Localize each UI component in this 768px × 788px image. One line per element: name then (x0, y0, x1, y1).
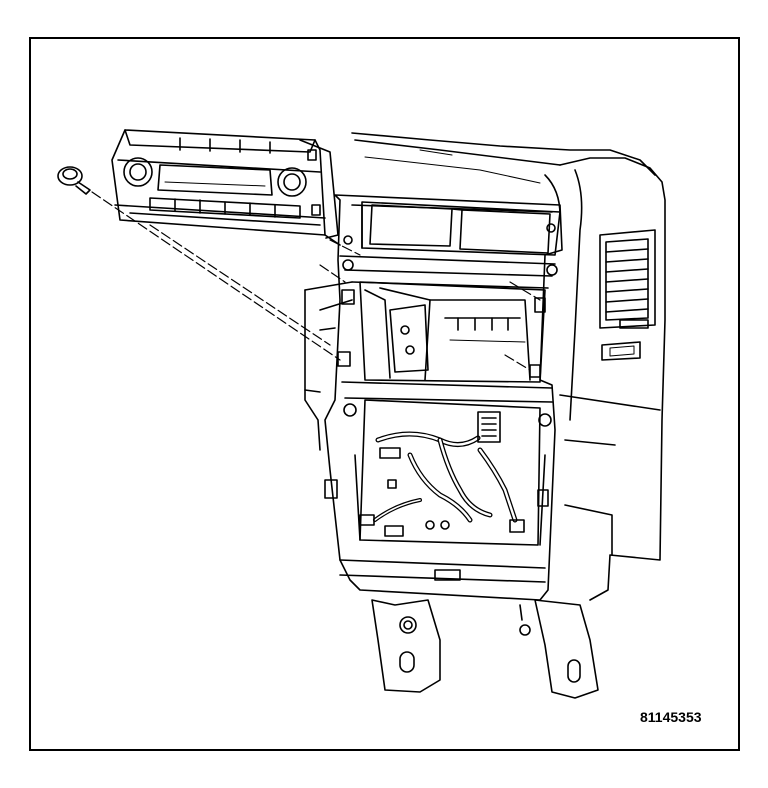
radio-unit (111, 129, 341, 246)
mounting-brackets (371, 599, 599, 699)
air-vent (599, 229, 656, 361)
diagram-frame (29, 37, 740, 751)
dashboard-panel (304, 132, 666, 601)
figure-id-label: 81145353 (640, 709, 702, 725)
alignment-lines (91, 191, 541, 371)
center-stack-opening (324, 194, 563, 601)
wiring-harness (359, 411, 525, 537)
screw-fastener (57, 166, 91, 195)
